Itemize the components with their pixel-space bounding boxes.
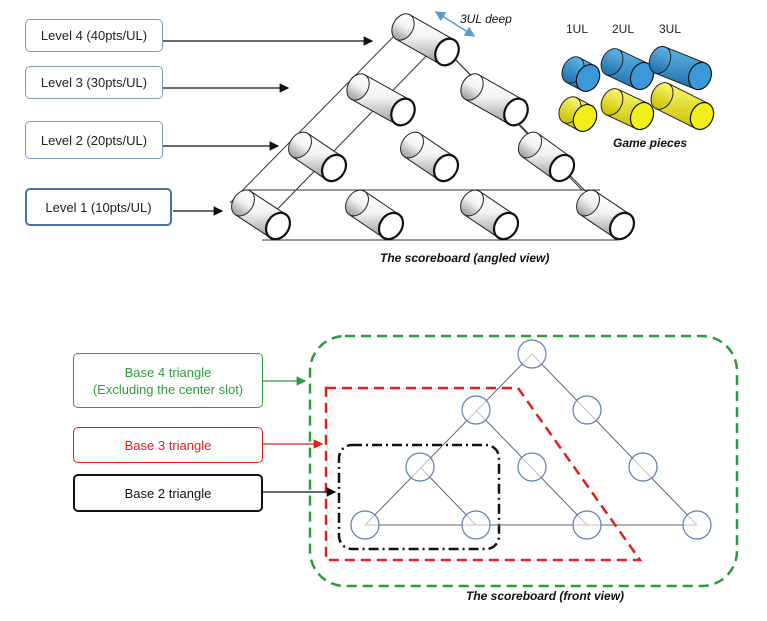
slot-10 <box>682 510 712 540</box>
base4-region <box>308 334 739 588</box>
tube-level1-2 <box>345 189 405 241</box>
base-3-label: Base 3 triangle <box>73 427 263 463</box>
base3-region <box>324 386 643 562</box>
piece-size-2ul: 2UL <box>612 22 635 36</box>
yellow-piece-1ul <box>558 96 598 132</box>
tube-level2-left <box>288 131 348 183</box>
depth-label: 3UL deep <box>460 12 512 26</box>
front-triangle-lines <box>364 353 698 526</box>
tube-level4 <box>391 13 460 67</box>
blue-piece-1ul <box>561 56 601 92</box>
slot-7 <box>350 510 380 540</box>
slot-2 <box>461 395 491 425</box>
tube-level3-right <box>460 73 529 127</box>
slot-4 <box>405 452 435 482</box>
yellow-piece-3ul <box>650 82 715 131</box>
slot-1 <box>517 339 547 369</box>
depth-arrow <box>434 11 476 37</box>
tube-level2-right <box>517 131 576 183</box>
level-1-label: Level 1 (10pts/UL) <box>25 188 172 226</box>
tube-level2-center <box>400 131 460 183</box>
base-4-label-line2: (Excluding the center slot) <box>92 381 244 397</box>
angled-view-caption: The scoreboard (angled view) <box>380 251 550 265</box>
level-3-label: Level 3 (30pts/UL) <box>25 66 163 99</box>
tube-level1-4 <box>576 189 636 241</box>
slot-9 <box>572 510 602 540</box>
yellow-piece-2ul <box>600 88 655 131</box>
base-2-label: Base 2 triangle <box>73 474 263 512</box>
slot-3 <box>572 395 602 425</box>
front-view-caption: The scoreboard (front view) <box>466 589 625 603</box>
base-4-label-line1: Base 4 triangle <box>124 364 212 380</box>
piece-size-3ul: 3UL <box>659 22 682 36</box>
slot-5 <box>517 452 547 482</box>
slot-8 <box>461 510 491 540</box>
level-arrows <box>163 36 374 216</box>
tube-level1-3 <box>460 189 520 241</box>
slot-6 <box>628 452 658 482</box>
piece-size-1ul: 1UL <box>566 22 589 36</box>
base2-region <box>337 443 501 551</box>
level-2-label: Level 2 (20pts/UL) <box>25 121 163 159</box>
blue-piece-3ul <box>648 45 712 91</box>
game-pieces-caption: Game pieces <box>613 136 688 150</box>
tube-level3-left <box>346 73 416 127</box>
blue-piece-2ul <box>600 48 655 91</box>
scoreboard-tubes <box>231 13 636 241</box>
level-4-label: Level 4 (40pts/UL) <box>25 19 163 52</box>
tube-level1-1 <box>231 189 292 241</box>
game-pieces <box>558 45 715 132</box>
front-slots <box>350 339 712 540</box>
base-4-label: Base 4 triangle (Excluding the center sl… <box>73 353 263 408</box>
